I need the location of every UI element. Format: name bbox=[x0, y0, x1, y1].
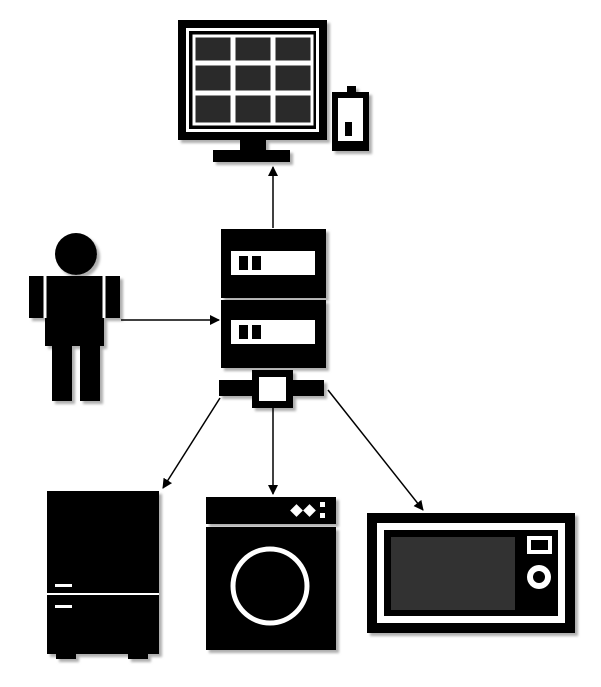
refrigerator-icon bbox=[47, 491, 159, 659]
edge-hub-to-microwave bbox=[327, 389, 424, 511]
microwave-icon bbox=[367, 513, 575, 633]
smartphone-icon bbox=[332, 86, 369, 151]
server-icon bbox=[221, 229, 326, 368]
monitor-icon bbox=[178, 20, 327, 162]
washing-machine-icon bbox=[206, 497, 336, 650]
person-icon bbox=[29, 233, 120, 401]
edge-hub-to-refrigerator bbox=[162, 397, 221, 489]
network-connector-icon bbox=[219, 370, 324, 408]
